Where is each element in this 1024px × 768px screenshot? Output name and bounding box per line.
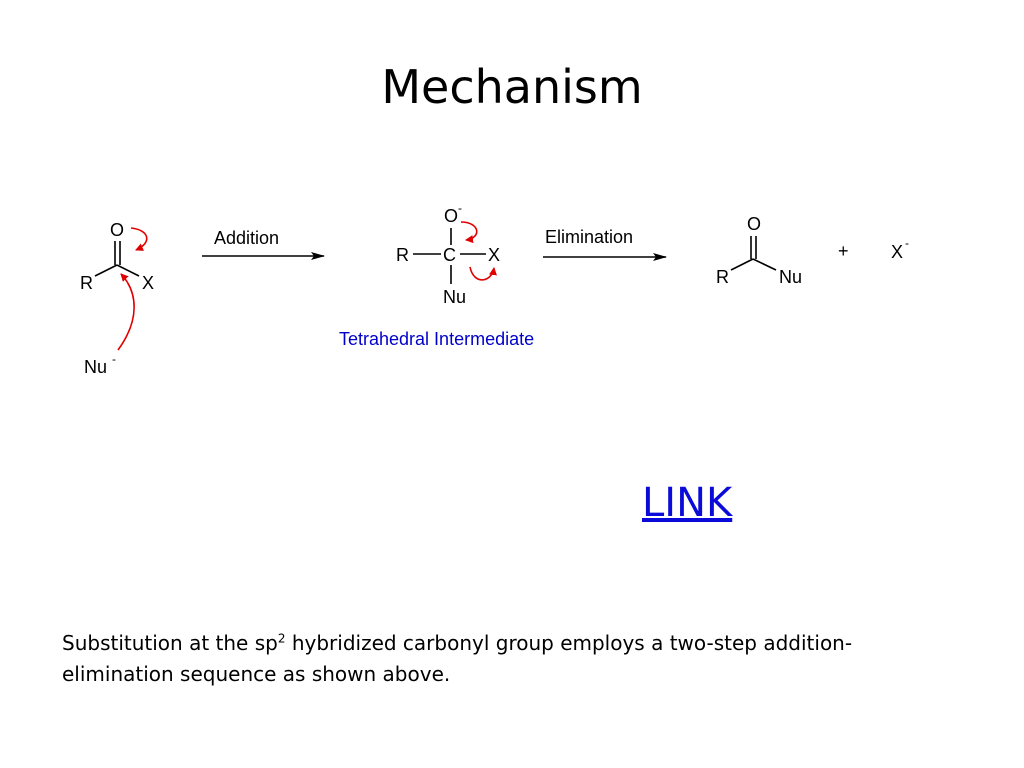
plus-sign: + [838,241,849,261]
nucleophile-charge: - [112,352,116,366]
description-part-2: hybridized carbonyl group employs a two-… [62,631,853,686]
intermediate-caption: Tetrahedral Intermediate [339,329,534,349]
addition-step: Addition [202,228,325,260]
intermediate-nucleophile: Nu [443,287,466,307]
product-nucleophile: Nu [779,267,802,287]
reactant-x-bond [116,264,140,277]
product-structure: O R Nu + X - [716,214,909,287]
carbonyl-curly-arrow [130,227,148,251]
intermediate-oxygen: O [444,206,458,226]
leaving-group-arrow [469,266,497,281]
intermediate-r-group: R [396,245,409,265]
elimination-step: Elimination [543,227,667,261]
external-link[interactable]: LINK [642,480,733,526]
product-oxygen: O [747,214,761,234]
addition-label: Addition [214,228,279,248]
intermediate-leaving-group: X [488,245,500,265]
description-part-1: Substitution at the sp [62,631,278,655]
product-r-group: R [716,267,729,287]
product-nu-bond [752,258,777,271]
reactant-leaving-group: X [142,273,154,293]
slide-title: Mechanism [381,60,643,114]
intermediate-carbon: C [443,245,456,265]
leaving-group-charge: - [905,236,909,250]
description-text: Substitution at the sp2 hybridized carbo… [62,628,942,690]
reactant-oxygen: O [110,220,124,240]
reactant-r-bond [94,264,118,277]
reactant-structure: O R X Nu - [80,220,154,377]
description-superscript: 2 [277,631,286,646]
reaction-scheme: O R X Nu - Addition O - R C X Nu Tetrahe… [80,201,909,377]
oxygen-reform-arrow [460,221,478,244]
reactant-r-group: R [80,273,93,293]
leaving-group-product: X [891,242,903,262]
nucleophile-label: Nu [84,357,107,377]
elimination-label: Elimination [545,227,633,247]
intermediate-oxygen-charge: - [458,201,462,215]
nucleophile-attack-arrow [117,273,135,351]
product-r-bond [730,258,754,271]
tetrahedral-intermediate: O - R C X Nu Tetrahedral Intermediate [339,201,534,349]
